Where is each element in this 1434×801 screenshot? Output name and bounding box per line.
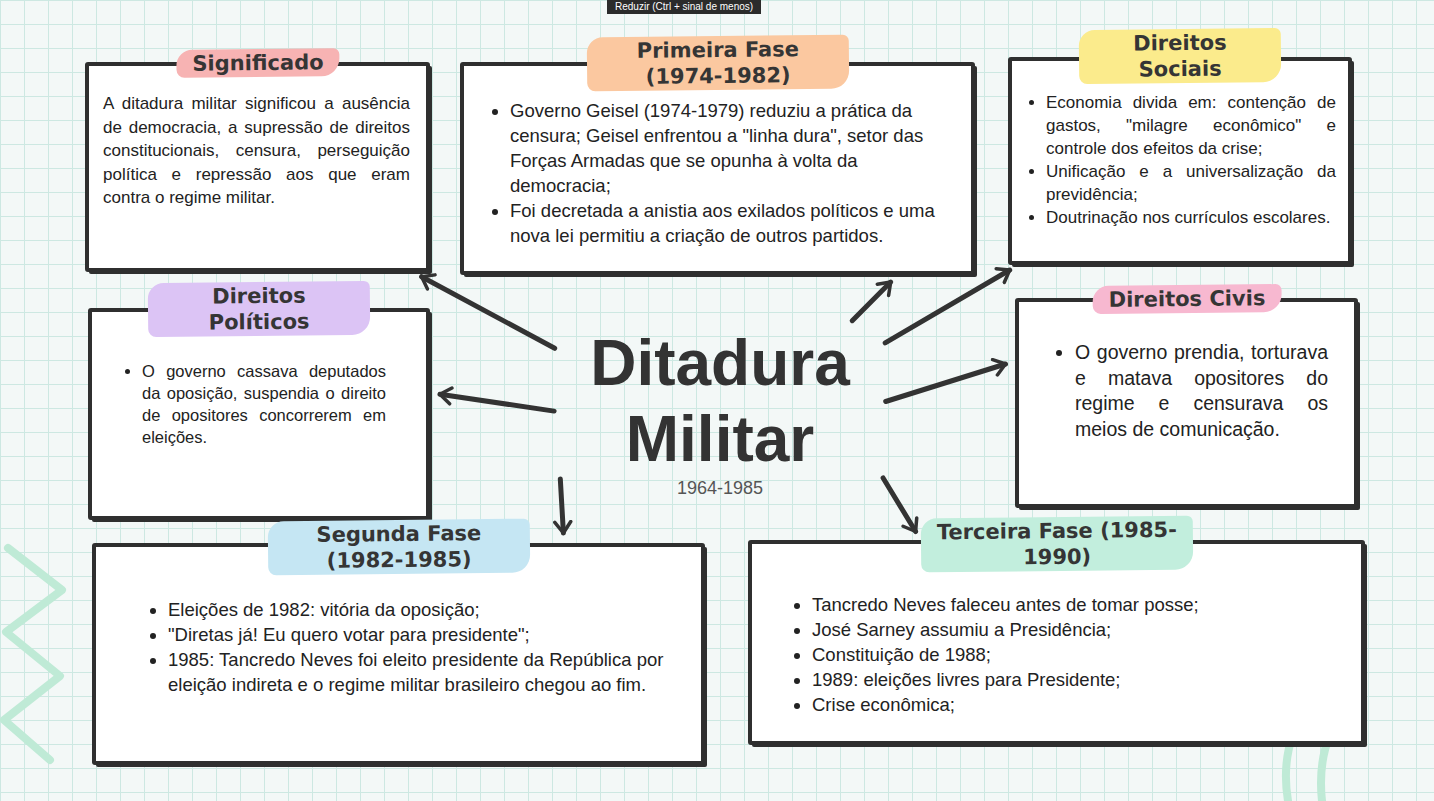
arrow-connector — [422, 277, 555, 349]
bullet-item: 1989: eleições livres para Presidente; — [812, 667, 1331, 692]
bullet-item: Constituição de 1988; — [812, 642, 1331, 667]
arrow-connector — [886, 364, 1006, 402]
bullet-item: Foi decretada a anistia aos exilados pol… — [510, 198, 941, 248]
bullet-list: O governo prendia, torturava e matava op… — [1055, 340, 1328, 442]
bullet-item: O governo cassava deputados da oposição,… — [142, 360, 386, 448]
bullet-item: O governo prendia, torturava e matava op… — [1075, 340, 1328, 442]
bullet-item: Crise econômica; — [812, 692, 1331, 717]
central-topic: Ditadura Militar1964-1985 — [560, 325, 880, 499]
bullet-list: O governo cassava deputados da oposição,… — [122, 360, 386, 448]
bullet-item: Eleições de 1982: vitória da oposição; — [168, 597, 671, 622]
bullet-item: José Sarney assumiu a Presidência; — [812, 617, 1331, 642]
bullet-item: Governo Geisel (1974-1979) reduziu a prá… — [510, 98, 941, 198]
box-heading: Terceira Fase (1985-1990) — [920, 516, 1193, 573]
bullet-list: Economia divida em: contenção de gastos,… — [1026, 91, 1336, 229]
topic-box: Direitos CivisO governo prendia, tortura… — [1015, 298, 1358, 508]
bullet-item: 1985: Tancredo Neves foi eleito presiden… — [168, 647, 671, 697]
bullet-item: Unificação e a universalização da previd… — [1046, 160, 1336, 206]
body-block: A ditadura militar significou a ausência… — [103, 92, 410, 210]
topic-box: Terceira Fase (1985-1990)Tancredo Neves … — [748, 540, 1365, 745]
arrow-connector — [440, 394, 554, 411]
topic-box: Direitos SociaisEconomia divida em: cont… — [1008, 57, 1352, 265]
date-range: 1964-1985 — [560, 477, 880, 499]
arrow-connector — [852, 282, 891, 321]
bullet-item: Economia divida em: contenção de gastos,… — [1046, 91, 1336, 160]
box-heading: Primeira Fase (1974-1982) — [586, 35, 849, 92]
box-heading: Direitos Civis — [1092, 284, 1281, 314]
tooltip-label: Reduzir (Ctrl + sinal de menos) — [607, 0, 761, 14]
bullet-list: Tancredo Neves faleceu antes de tomar po… — [792, 592, 1331, 717]
bullet-item: Tancredo Neves faleceu antes de tomar po… — [812, 592, 1331, 617]
box-heading: Segunda Fase (1982-1985) — [267, 519, 530, 576]
body-text: A ditadura militar significou a ausência… — [103, 92, 410, 210]
arrow-connector — [885, 270, 1010, 343]
box-heading: Significado — [176, 48, 339, 78]
bullet-list: Eleições de 1982: vitória da oposição;"D… — [148, 597, 671, 697]
topic-box: Direitos PolíticosO governo cassava depu… — [88, 308, 430, 520]
arrow-connector — [560, 479, 563, 533]
topic-box: Primeira Fase (1974-1982)Governo Geisel … — [460, 62, 975, 275]
arrow-connector — [883, 478, 916, 532]
topic-box: Segunda Fase (1982-1985)Eleições de 1982… — [92, 543, 705, 765]
box-heading: Direitos Sociais — [1079, 28, 1282, 84]
squiggle — [4, 548, 62, 760]
bullet-list: Governo Geisel (1974-1979) reduziu a prá… — [490, 98, 941, 248]
topic-box: SignificadoA ditadura militar significou… — [85, 62, 430, 272]
bullet-item: "Diretas já! Eu quero votar para preside… — [168, 622, 671, 647]
central-title: Ditadura Militar — [560, 325, 880, 477]
bullet-item: Doutrinação nos currículos escolares. — [1046, 206, 1336, 229]
box-heading: Direitos Políticos — [148, 281, 371, 337]
